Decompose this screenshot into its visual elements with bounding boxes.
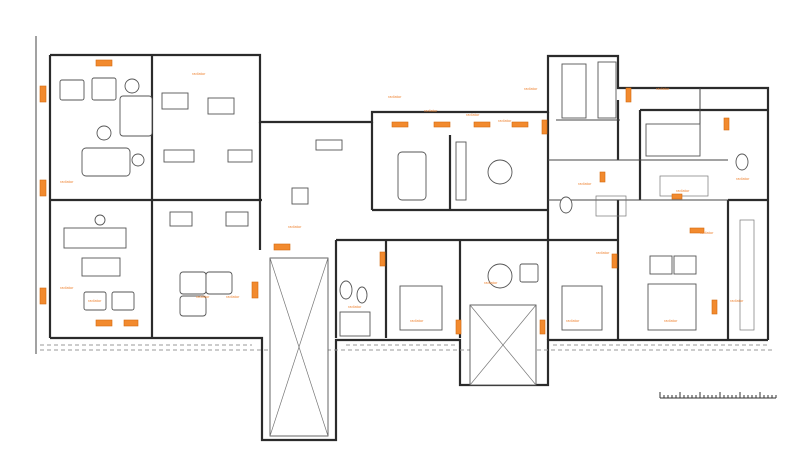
radiator (611, 253, 618, 269)
radiator-tag: radiator (578, 182, 592, 186)
radiator (689, 227, 705, 234)
radiator-tag: radiator (566, 319, 580, 323)
radiator-annotations: radiator radiator radiator radiator radi… (60, 72, 750, 323)
interior-walls (50, 55, 768, 340)
scale-bar (659, 392, 777, 399)
radiator (379, 251, 386, 267)
radiator-tag: radiator (60, 286, 74, 290)
radiator-tag: radiator (192, 72, 206, 76)
radiator-tag: radiator (466, 113, 480, 117)
radiator (123, 319, 139, 327)
radiator-tag: radiator (596, 251, 610, 255)
radiator (39, 85, 47, 103)
radiator (39, 179, 47, 197)
radiator-tag: radiator (288, 225, 302, 229)
radiator-tag: radiator (410, 319, 424, 323)
furniture (59, 61, 755, 337)
radiator-tag: radiator (524, 87, 538, 91)
entrance-bay-left (269, 257, 329, 437)
radiator-tag: radiator (676, 189, 690, 193)
radiator (391, 121, 409, 128)
entrance-bay-right (469, 304, 537, 386)
radiator (671, 193, 683, 200)
radiator-tag: radiator (700, 231, 714, 235)
radiator (539, 319, 546, 335)
radiator-tag: radiator (498, 119, 512, 123)
radiator (273, 243, 291, 251)
radiator-tag: radiator (484, 281, 498, 285)
radiator-tag: radiator (424, 109, 438, 113)
radiator (599, 171, 606, 183)
radiator-tag: radiator (664, 319, 678, 323)
radiator (723, 117, 730, 131)
radiator (95, 59, 113, 67)
radiator-tag: radiator (348, 305, 362, 309)
radiator-tag: radiator (656, 87, 670, 91)
radiator-tag: radiator (730, 299, 744, 303)
radiator (541, 119, 548, 135)
radiator-tag: radiator (226, 295, 240, 299)
radiator-tag: radiator (388, 95, 402, 99)
radiator-tag: radiator (88, 299, 102, 303)
radiator (455, 319, 462, 335)
radiator (511, 121, 529, 128)
radiator (625, 87, 632, 103)
radiator (39, 287, 47, 305)
radiator (433, 121, 451, 128)
radiator-tag: radiator (196, 295, 210, 299)
radiator-tag: radiator (60, 180, 74, 184)
radiator (95, 319, 113, 327)
radiator (251, 281, 259, 299)
radiator (711, 299, 718, 315)
radiator-tag: radiator (736, 177, 750, 181)
radiator (473, 121, 491, 128)
radiators (39, 59, 730, 335)
